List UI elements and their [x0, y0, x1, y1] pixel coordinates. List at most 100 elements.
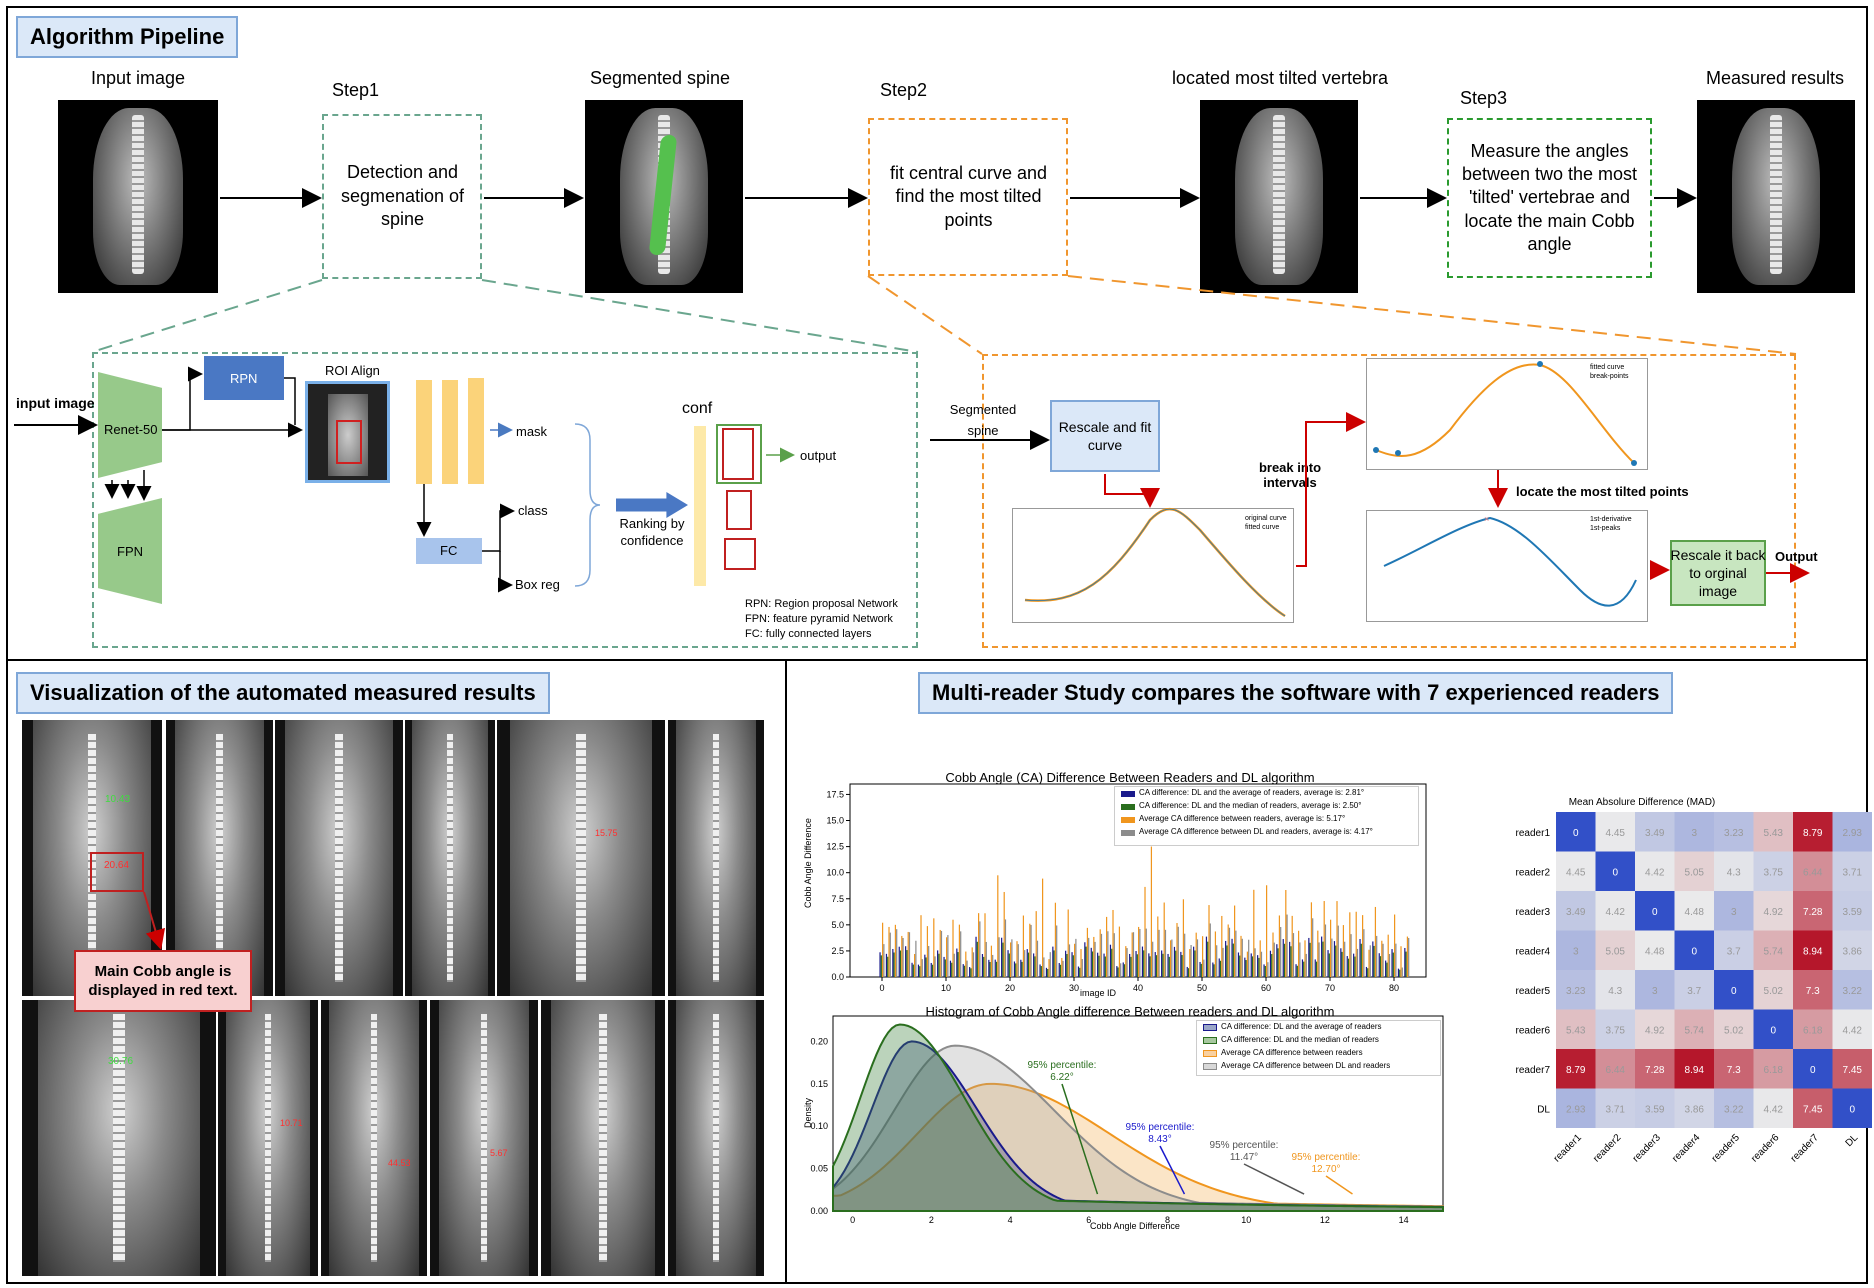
- heatmap-value: 2.93: [1843, 828, 1863, 839]
- bar-mark: [997, 875, 999, 977]
- viz-xray-5: [497, 720, 665, 996]
- bar-ytick-label: 15.0: [826, 816, 844, 826]
- bar-mark: [919, 966, 921, 977]
- heatmap-value: 3.86: [1843, 946, 1863, 957]
- bar-mark: [1194, 950, 1196, 977]
- bar-mark: [1123, 964, 1126, 977]
- bar-mark: [1290, 946, 1292, 977]
- angle-label-4: 30.76: [108, 1056, 134, 1067]
- heatmap-cell: [1556, 930, 1596, 970]
- step3-label: Step3: [1460, 88, 1508, 108]
- bar-mark: [1003, 891, 1005, 977]
- heatmap-cell: [1753, 851, 1793, 891]
- heatmap-cell: [1595, 812, 1635, 852]
- conf-text: conf: [682, 400, 713, 417]
- heatmap-value: 0: [1770, 1025, 1776, 1036]
- plot3-legend-2: 1st-peaks: [1590, 525, 1621, 532]
- bar-mark: [896, 929, 898, 977]
- bar-mark: [902, 938, 904, 977]
- bar-mark: [1175, 950, 1177, 977]
- bar-mark: [1305, 953, 1307, 977]
- detail-right-box: [982, 354, 1796, 648]
- bar-mark: [1113, 933, 1115, 977]
- bar-mark: [1080, 949, 1082, 977]
- heatmap-value: 8.79: [1803, 828, 1823, 839]
- bar-mark: [911, 962, 913, 977]
- bar-mark: [1324, 924, 1327, 977]
- bar-mark: [962, 964, 964, 977]
- fc-block: [416, 538, 482, 564]
- plot1-legend-1: original curve: [1245, 515, 1287, 522]
- bar-mark: [1365, 966, 1368, 977]
- bar-mark: [995, 961, 998, 977]
- bar-mark: [1020, 959, 1022, 977]
- heatmap-value: 3: [1731, 907, 1737, 918]
- bar-mark: [1369, 945, 1371, 977]
- tilted-xray: [1200, 100, 1358, 293]
- heatmap-col-label: reader6: [1749, 1132, 1781, 1164]
- heatmap-row-label: reader2: [1516, 867, 1551, 878]
- bar-mark: [1118, 926, 1121, 977]
- percentile-value-2: 11.47°: [1230, 1152, 1258, 1163]
- heatmap-cell: [1714, 1009, 1754, 1049]
- heatmap-cell: [1753, 970, 1793, 1010]
- bar-mark: [944, 959, 946, 977]
- bar-mark: [1309, 942, 1311, 977]
- bar-mark: [1004, 919, 1007, 977]
- bar-mark: [1308, 937, 1310, 977]
- percentile-pointer-0: [1061, 1083, 1099, 1195]
- bar-mark: [937, 950, 939, 977]
- bar-mark: [965, 951, 967, 977]
- bar-mark: [1276, 944, 1278, 977]
- bar-mark: [1295, 964, 1297, 977]
- output-text-left: output: [800, 448, 837, 463]
- bar-mark: [1254, 948, 1256, 977]
- heatmap-value: 3.23: [1566, 986, 1586, 997]
- step2-box: [868, 118, 1068, 276]
- heatmap-cell: [1714, 1088, 1754, 1128]
- bar-mark: [1285, 889, 1287, 977]
- bar-xtick-label: 0: [879, 983, 884, 993]
- bar-mark: [1094, 941, 1096, 977]
- bar-mark: [1273, 942, 1275, 977]
- percentile-label-1: 95% percentile:: [1126, 1122, 1195, 1133]
- percentile-pointer-3: [1325, 1175, 1353, 1195]
- heatmap-value: 3: [1652, 986, 1658, 997]
- heatmap-value: 8.94: [1803, 946, 1823, 957]
- bar-mark: [1173, 946, 1176, 977]
- bar-mark: [1109, 944, 1112, 977]
- bar-mark: [994, 959, 996, 977]
- heatmap-value: 5.43: [1566, 1025, 1586, 1036]
- heatmap-value: 4.3: [1608, 986, 1622, 997]
- bar-legend: CA difference: DL and the average of rea…: [1114, 786, 1419, 846]
- density-legend: CA difference: DL and the average of rea…: [1196, 1020, 1441, 1076]
- bar-mark: [940, 930, 943, 977]
- heatmap-cell: [1832, 891, 1872, 931]
- bar-mark: [1241, 938, 1243, 977]
- heatmap-cell: [1556, 812, 1596, 852]
- heatmap-row-label: reader6: [1516, 1025, 1551, 1036]
- bar-mark: [1150, 846, 1153, 977]
- heatmap-cell: [1753, 1049, 1793, 1089]
- bar-mark: [952, 919, 954, 977]
- bar-mark: [1318, 942, 1320, 977]
- bar-mark: [1141, 946, 1144, 977]
- step2-text: fit central curve and find the most tilt…: [889, 162, 1048, 230]
- bar-mark: [1138, 926, 1140, 977]
- heatmap-cell: [1635, 970, 1675, 1010]
- heatmap-cell: [1793, 851, 1833, 891]
- bar-mark: [1232, 943, 1234, 977]
- bar-xtick-label: 60: [1261, 983, 1271, 993]
- bar-ytick-label: 0.0: [831, 972, 844, 982]
- heatmap-value: 4.92: [1764, 907, 1784, 918]
- heatmap-row-label: reader1: [1516, 828, 1551, 839]
- bar-mark: [1341, 951, 1343, 977]
- heatmap-cell: [1635, 1088, 1675, 1128]
- bar-mark: [925, 957, 927, 977]
- bar-mark: [1139, 929, 1141, 977]
- bar-mark: [1408, 937, 1410, 977]
- viz-xray-9: [321, 1000, 427, 1276]
- bar-mark: [1045, 967, 1048, 977]
- rescale-back-block: [1670, 540, 1766, 606]
